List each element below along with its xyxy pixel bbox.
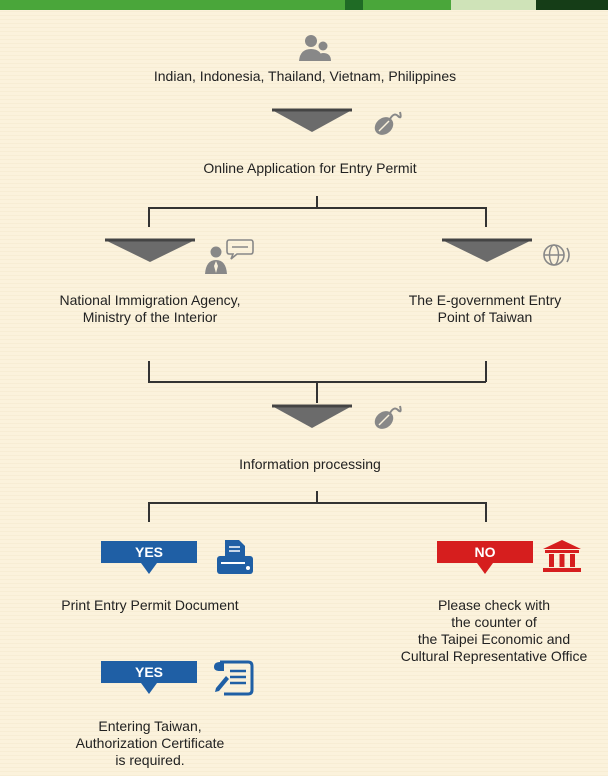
connector xyxy=(485,502,487,522)
yes-text: YES xyxy=(134,544,163,560)
yes-badge: YES xyxy=(101,541,197,575)
down-arrow-marker xyxy=(272,404,352,428)
printer-icon xyxy=(217,540,253,574)
down-arrow-marker xyxy=(272,108,352,132)
egov-entry-line2: Point of Taiwan xyxy=(437,309,533,325)
check-counter-line1: Please check with xyxy=(437,597,551,613)
globe-icon xyxy=(543,244,570,266)
connector xyxy=(148,502,150,522)
check-counter-line2: the counter of xyxy=(451,614,537,630)
connector xyxy=(316,381,318,403)
sources-title: Indian, Indonesia, Thailand, Vietnam, Ph… xyxy=(153,68,457,84)
certificate-scroll-icon xyxy=(214,660,254,696)
mouse-icon xyxy=(374,111,402,135)
connector xyxy=(148,207,486,209)
check-counter-label: Please check with the counter of the Tai… xyxy=(385,597,603,665)
yes-text-2: YES xyxy=(134,664,163,680)
connector xyxy=(316,196,318,208)
government-building-icon xyxy=(543,540,581,572)
online-application-label: Online Application for Entry Permit xyxy=(203,160,417,176)
connector xyxy=(148,361,150,382)
check-counter-line3: the Taipei Economic and xyxy=(417,631,571,647)
connector xyxy=(485,207,487,227)
connector xyxy=(316,491,318,503)
connector xyxy=(485,361,487,382)
information-processing-label: Information processing xyxy=(239,456,381,472)
down-arrow-marker xyxy=(105,238,195,262)
egov-entry-label: The E-government Entry Point of Taiwan xyxy=(380,292,590,326)
immigration-agency-label: National Immigration Agency, Ministry of… xyxy=(20,292,280,326)
connector xyxy=(148,502,486,504)
no-badge: NO xyxy=(437,541,533,575)
immigration-agency-line2: Ministry of the Interior xyxy=(82,309,218,325)
connector xyxy=(148,207,150,227)
check-counter-line4: Cultural Representative Office xyxy=(400,648,588,664)
entering-taiwan-label: Entering Taiwan, Authorization Certifica… xyxy=(40,718,260,769)
print-permit-label: Print Entry Permit Document xyxy=(61,597,239,613)
mouse-icon xyxy=(374,405,402,429)
down-arrow-marker xyxy=(442,238,532,262)
top-color-bar xyxy=(0,0,608,10)
immigration-agency-line1: National Immigration Agency, xyxy=(59,292,241,308)
entering-taiwan-line2: Authorization Certificate xyxy=(75,735,225,751)
entering-taiwan-line3: is required. xyxy=(115,752,185,768)
no-text: NO xyxy=(474,544,496,560)
entering-taiwan-line1: Entering Taiwan, xyxy=(98,718,202,734)
people-icon xyxy=(299,35,331,61)
yes-badge-2: YES xyxy=(101,661,197,695)
support-agent-icon xyxy=(205,239,254,274)
egov-entry-line1: The E-government Entry xyxy=(408,292,562,308)
